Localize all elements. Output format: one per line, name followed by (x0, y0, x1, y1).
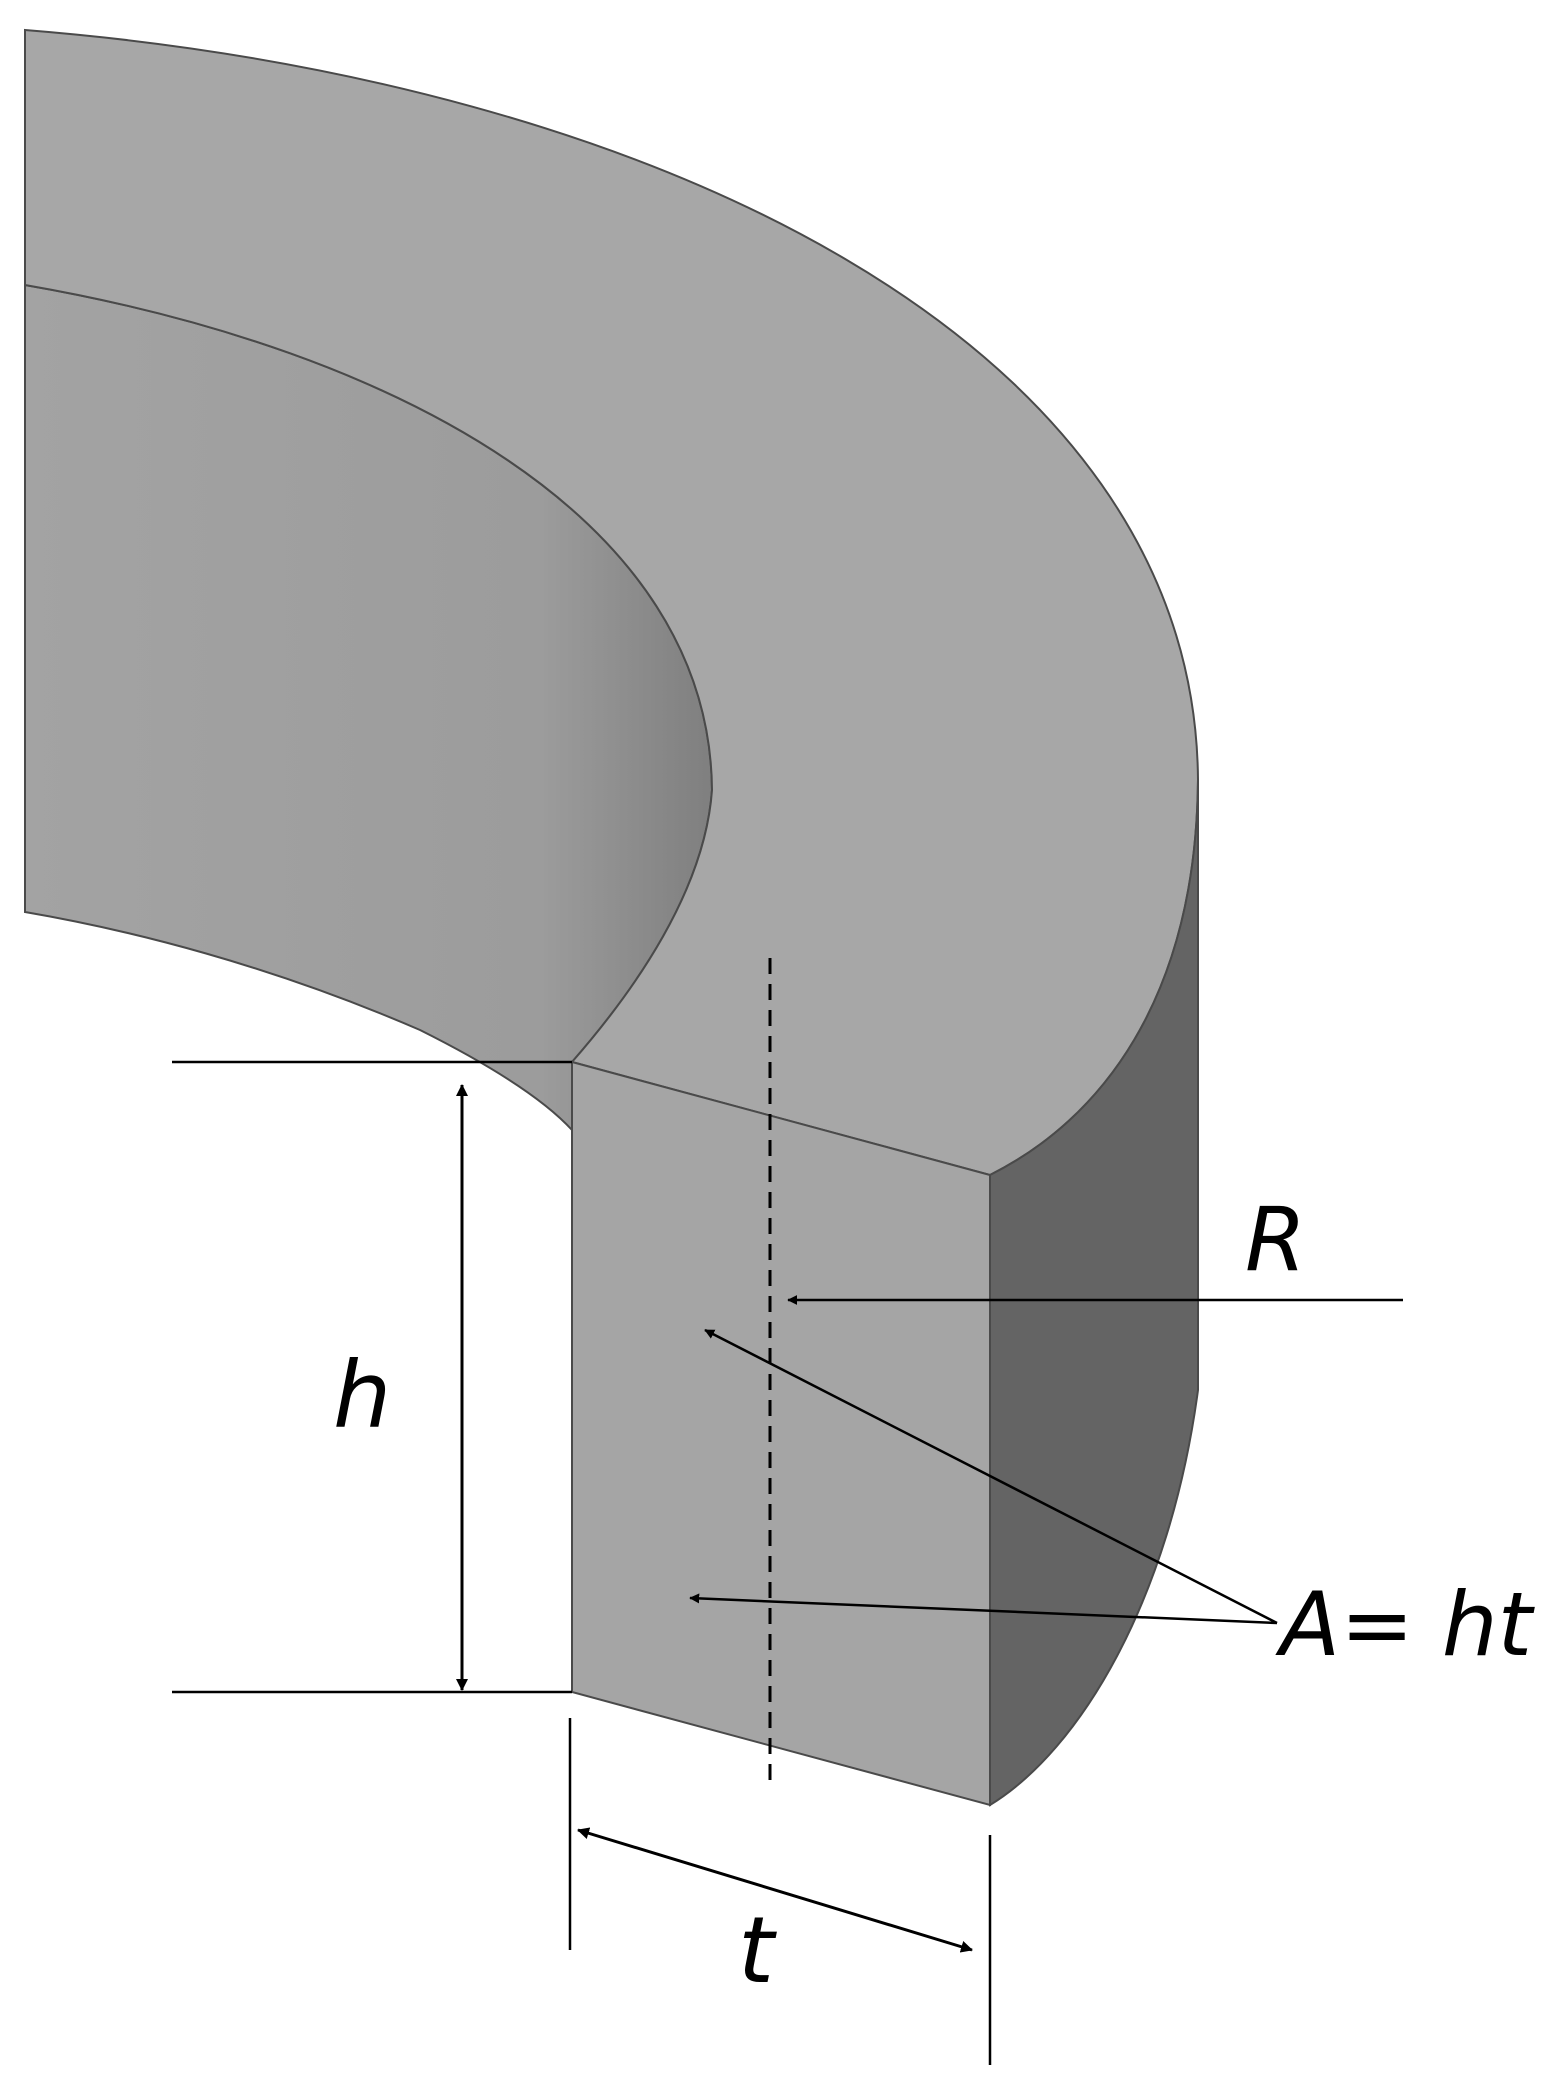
radius-label: R (1245, 1188, 1306, 1291)
thickness-label: t (738, 1897, 777, 2004)
t-dimension-arrow (577, 1827, 973, 1953)
area-leader-arrow-upper (704, 1328, 1278, 1625)
ring-outer-side (989, 779, 1199, 1807)
cross-section-face (571, 1060, 991, 1807)
area-formula-label: A= ht (1275, 1573, 1536, 1676)
height-label: h (333, 1342, 391, 1449)
area-leader-arrow-lower (689, 1593, 1278, 1625)
